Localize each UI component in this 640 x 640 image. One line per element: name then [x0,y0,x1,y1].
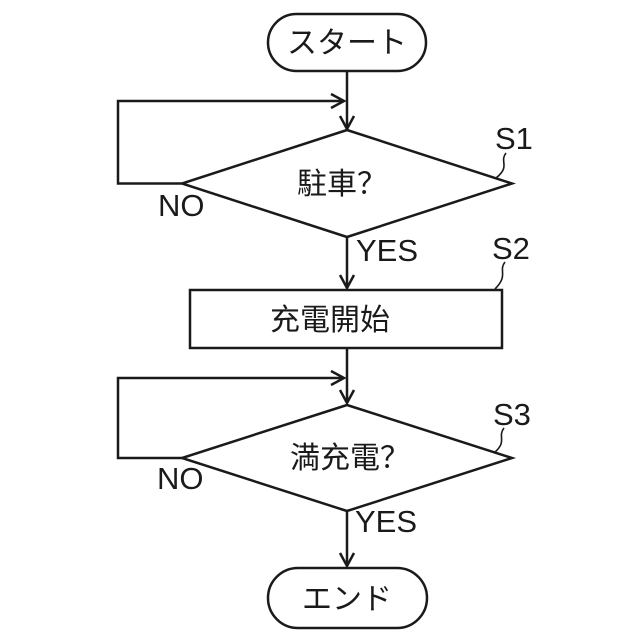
decision2-yes-label: YES [355,504,417,539]
leader-s3 [493,427,505,454]
arrowhead-down-decision2-icon [338,389,356,406]
step-label-s1: S1 [495,121,533,156]
start-label: スタート [287,27,407,60]
connector-decision2-no-loop [116,376,342,460]
connector-decision1-no-loop [116,99,342,185]
arrowhead-right-loop2-icon [330,369,347,387]
step-label-s2: S2 [492,231,530,266]
arrowhead-right-loop1-icon [330,92,347,110]
arrowhead-down-end-icon [338,552,356,569]
decision2-question: 満充電？ [290,442,410,475]
step-label-s3: S3 [493,397,531,432]
arrowhead-down-process-icon [338,274,356,291]
process1-node [188,288,504,350]
decision1-question: 駐車？ [297,168,387,201]
decision1-node [177,128,517,239]
decision1-yes-label: YES [356,233,418,268]
start-node [266,12,428,73]
process1-label: 充電開始 [270,304,390,337]
leader-s1 [495,152,507,179]
decision2-no-label: NO [157,461,204,496]
end-label: エンド [302,583,392,616]
decision1-no-label: NO [158,188,205,223]
leader-s2 [494,261,506,290]
end-node [266,566,429,630]
decision2-node [177,403,517,513]
